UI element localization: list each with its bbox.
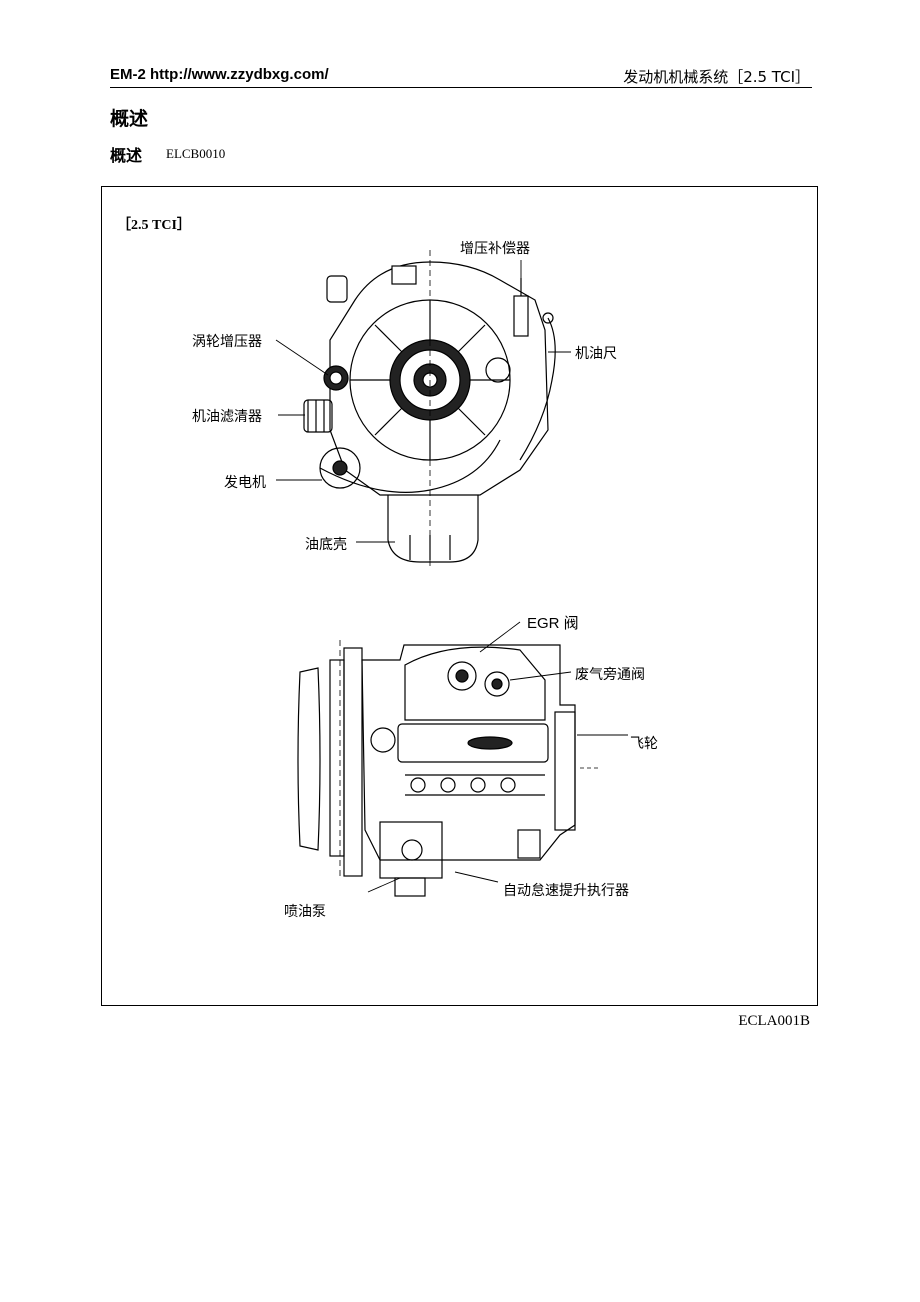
callout-flywheel: 飞轮 <box>630 736 658 752</box>
callout-oil-filter: 机油滤清器 <box>192 409 262 425</box>
side-leader-lines <box>367 621 628 893</box>
front-leader-lines <box>275 260 571 543</box>
callout-dipstick: 机油尺 <box>575 346 617 362</box>
callout-egr-valve: EGR 阀 <box>527 615 579 632</box>
callout-boost-compensator: 增压补偿器 <box>460 241 530 257</box>
callout-alternator: 发电机 <box>224 475 266 491</box>
section-subtitle: 概述 <box>110 146 143 165</box>
header-left: EM-2 http://www.zzydbxg.com/ <box>110 66 329 83</box>
header-right: 发动机机械系统［2.5 TCI］ <box>623 68 810 86</box>
callout-oil-pan: 油底壳 <box>305 537 347 553</box>
engine-front-view <box>303 250 556 570</box>
callout-injection-pump: 喷油泵 <box>284 904 326 920</box>
figure-code: ECLA001B <box>738 1013 810 1029</box>
callout-wastegate-valve: 废气旁通阀 <box>575 667 645 683</box>
figure-label: ［2.5 TCI］ <box>117 218 191 233</box>
page-title: 概述 <box>110 108 149 130</box>
engine-side-view <box>297 640 600 897</box>
callout-idle-actuator: 自动怠速提升执行器 <box>503 883 629 899</box>
section-code: ELCB0010 <box>166 146 226 161</box>
callout-turbocharger: 涡轮增压器 <box>192 334 262 350</box>
header-rule <box>110 87 812 88</box>
figure-frame <box>101 186 818 1006</box>
